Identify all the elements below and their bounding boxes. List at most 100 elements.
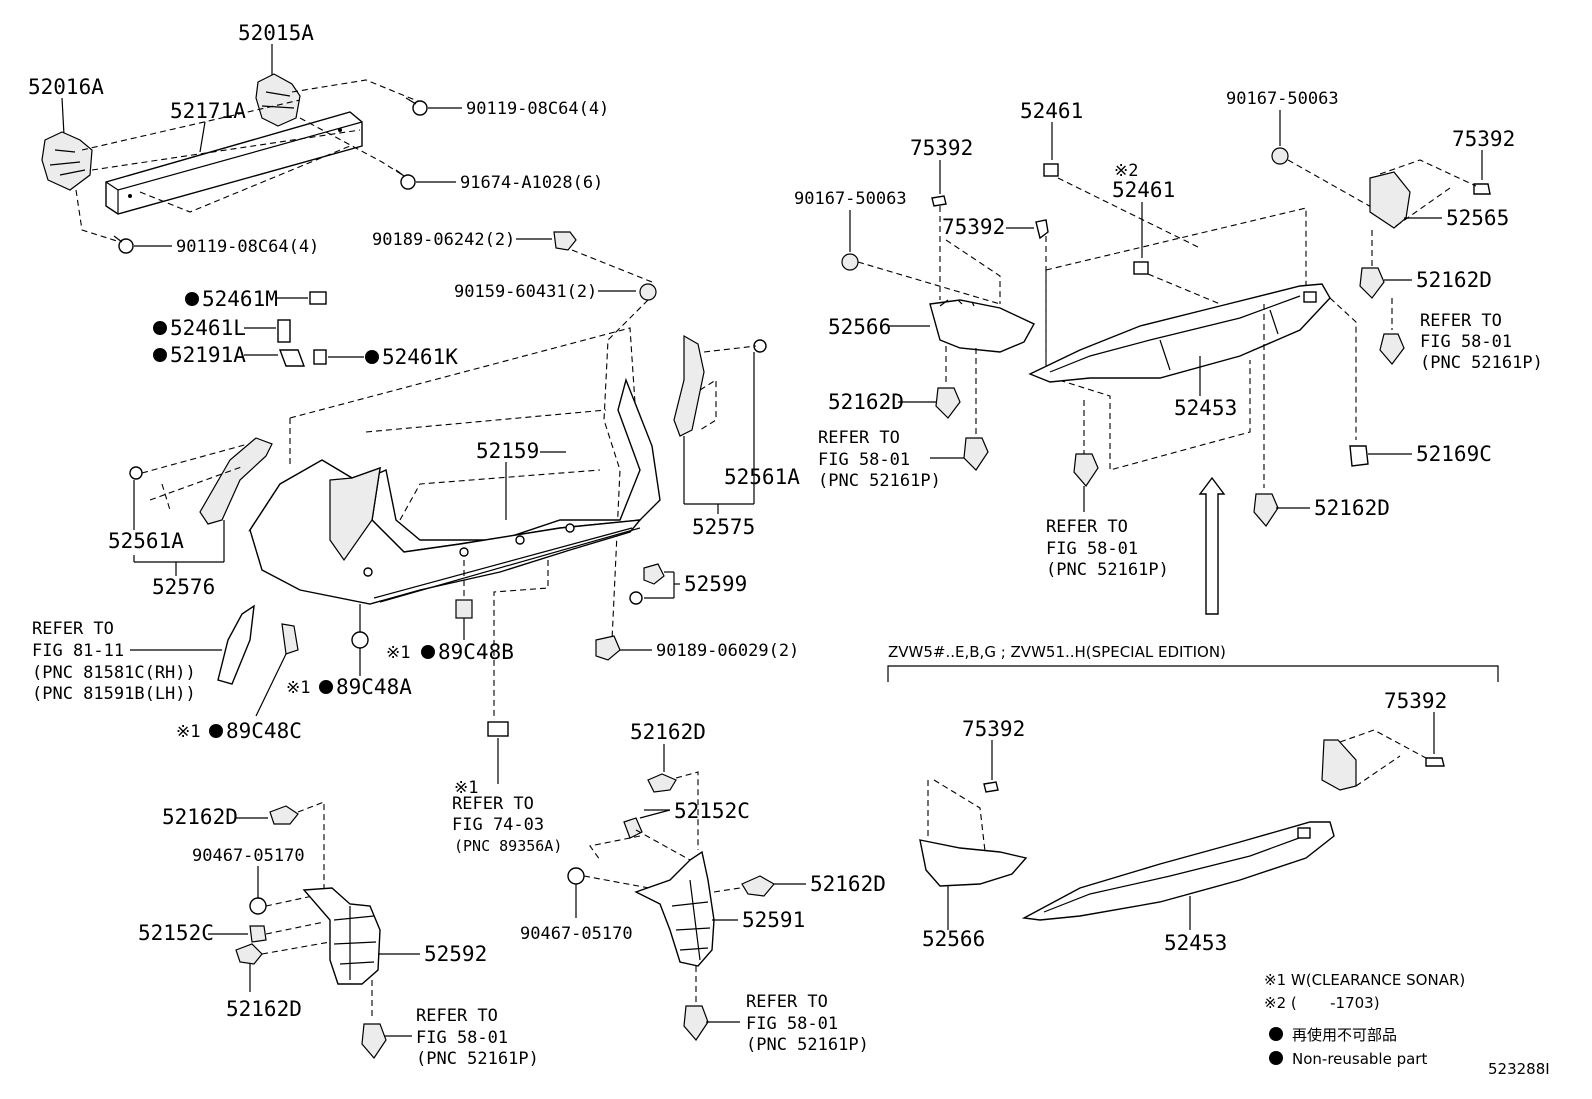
direction-arrow	[1198, 476, 1226, 615]
pad-52461-mid	[1133, 261, 1149, 275]
label-52591: 52591	[742, 908, 805, 932]
label-90467-center: 90467-05170	[520, 924, 633, 944]
sonar-89C48B	[455, 599, 473, 619]
fig-81-11: FIG 81-11	[32, 641, 124, 661]
label-75392-e: 75392	[1384, 689, 1447, 713]
mark1-89C48C: ※1	[176, 722, 200, 742]
pad-89356A	[487, 721, 509, 737]
label-52565: 52565	[1446, 206, 1509, 230]
pnc-52161P-tr3: (PNC 52161P)	[1046, 560, 1169, 580]
pnc-52161P-tr2: (PNC 52161P)	[1420, 353, 1543, 373]
label-52162D-bl2: 52162D	[226, 997, 302, 1021]
marker-labels: 52461M 52461L 52191A 52461K	[153, 287, 458, 369]
label-90167-left: 90167-50063	[794, 189, 907, 209]
refer-to-81-11: REFER TO	[32, 619, 114, 639]
pad-52461-top	[1043, 163, 1059, 177]
bracket-52592	[302, 887, 381, 985]
legend-3: 再使用不可部品	[1292, 1026, 1397, 1044]
label-52566-inset: 52566	[922, 927, 985, 951]
label-52152C-center: 52152C	[674, 799, 750, 823]
label-90119-a: 90119-08C64(4)	[466, 99, 609, 119]
label-52162D-bc2: 52162D	[810, 872, 886, 896]
label-52152C-left: 52152C	[138, 921, 214, 945]
label-89C48A: 89C48A	[336, 675, 412, 699]
lower-garnish-group: 52461 75392 90167-50063 75392 52566 5216…	[794, 89, 1543, 615]
legend-1: ※1 W(CLEARANCE SONAR)	[1264, 971, 1465, 989]
pnc-89356A: (PNC 89356A)	[454, 837, 562, 855]
label-52159: 52159	[476, 439, 539, 463]
label-75392-c: 75392	[1452, 127, 1515, 151]
label-52576: 52576	[152, 575, 215, 599]
pad-52461L	[277, 319, 291, 343]
sonar-89C48C	[281, 623, 299, 655]
label-52015A: 52015A	[238, 21, 314, 45]
label-89C48B: 89C48B	[438, 640, 514, 664]
label-90189-b: 90189-06029(2)	[656, 641, 799, 661]
label-75392-b: 75392	[942, 215, 1005, 239]
fig-58-01-tr2: FIG 58-01	[1420, 332, 1512, 352]
label-52461M: 52461M	[202, 287, 278, 311]
legend-2: ※2 ( -1703)	[1264, 994, 1380, 1012]
label-52162D-tr1: 52162D	[828, 390, 904, 414]
bumper-fasteners: 90189-06242(2) 90159-60431(2)	[372, 230, 657, 641]
label-52162D-bc1: 52162D	[630, 720, 706, 744]
mark2: ※2	[1114, 161, 1138, 181]
reinforcement-group: 52016A 52015A 52171A 90119-08C64(4) 9167…	[28, 21, 609, 257]
clip-52161P-bl	[361, 1023, 387, 1059]
clip-90189-b	[595, 635, 621, 661]
pnc-52161P-bl: (PNC 52161P)	[416, 1049, 539, 1069]
garnish-52566-inset	[919, 839, 1028, 887]
pnc-52161P-bc: (PNC 52161P)	[746, 1035, 869, 1055]
label-52592: 52592	[424, 942, 487, 966]
label-52561A-left: 52561A	[108, 529, 184, 553]
bumper-cover-52159: 52159	[248, 327, 661, 605]
legend-4: Non-reusable part	[1292, 1050, 1427, 1068]
label-90159: 90159-60431(2)	[454, 282, 597, 302]
refer-to-bc: REFER TO	[746, 992, 828, 1012]
bumper-reinforcement-52171A	[105, 111, 363, 215]
figure-number: 523288I	[1488, 1060, 1550, 1078]
clip-52161P-bc	[683, 1005, 709, 1041]
cap-52169C	[1349, 445, 1369, 467]
garnish-52565-inset	[1321, 739, 1357, 791]
fig-58-01-tr1: FIG 58-01	[818, 450, 910, 470]
refer-to-bl: REFER TO	[416, 1006, 498, 1026]
sonar-89C48A	[351, 631, 369, 649]
fig-58-01-tr3: FIG 58-01	[1046, 539, 1138, 559]
fig-58-01-bc: FIG 58-01	[746, 1014, 838, 1034]
label-52566-top: 52566	[828, 315, 891, 339]
label-90467-left: 90467-05170	[192, 846, 305, 866]
garnish-52565-top	[1369, 171, 1411, 229]
label-90167-top: 90167-50063	[1226, 89, 1339, 109]
pad-52461M	[309, 291, 327, 305]
pad-52191A	[278, 349, 306, 367]
label-75392-a: 75392	[910, 136, 973, 160]
pnc-81581C: (PNC 81581C(RH))	[32, 663, 196, 683]
refer-to-tr1: REFER TO	[818, 428, 900, 448]
garnish-52453-inset	[1021, 821, 1335, 921]
refer-to-tr3: REFER TO	[1046, 517, 1128, 537]
refer-to-74-03: REFER TO	[452, 794, 534, 814]
label-91674: 91674-A1028(6)	[460, 173, 603, 193]
label-89C48C: 89C48C	[226, 719, 302, 743]
clip-90189-a	[553, 231, 577, 251]
fig-74-03: FIG 74-03	[452, 815, 544, 835]
refer-to-tr2: REFER TO	[1420, 311, 1502, 331]
label-75392-d: 75392	[962, 717, 1025, 741]
label-52599: 52599	[684, 572, 747, 596]
label-52191A: 52191A	[170, 343, 246, 367]
mark1-74-03: ※1	[454, 778, 478, 798]
label-52461-top: 52461	[1020, 99, 1083, 123]
label-52162D-tr3: 52162D	[1314, 496, 1390, 520]
label-52162D-bl1: 52162D	[162, 805, 238, 829]
label-52453-top: 52453	[1174, 396, 1237, 420]
sonar-and-clips: 52599 90189-06029(2) ※1 89C48B ※1 89C48A…	[32, 560, 799, 855]
label-90119-b: 90119-08C64(4)	[176, 237, 319, 257]
bracket-52592-group: 52162D 90467-05170 52152C 52162D 52592 R…	[138, 801, 539, 1069]
label-52561A-right: 52561A	[724, 465, 800, 489]
side-retainers: 52561A 52576 52561A 52575	[108, 334, 800, 599]
special-edition-inset: ZVW5#..E,B,G ; ZVW51..H(SPECIAL EDITION)…	[887, 643, 1499, 955]
screw-90159	[639, 283, 657, 301]
